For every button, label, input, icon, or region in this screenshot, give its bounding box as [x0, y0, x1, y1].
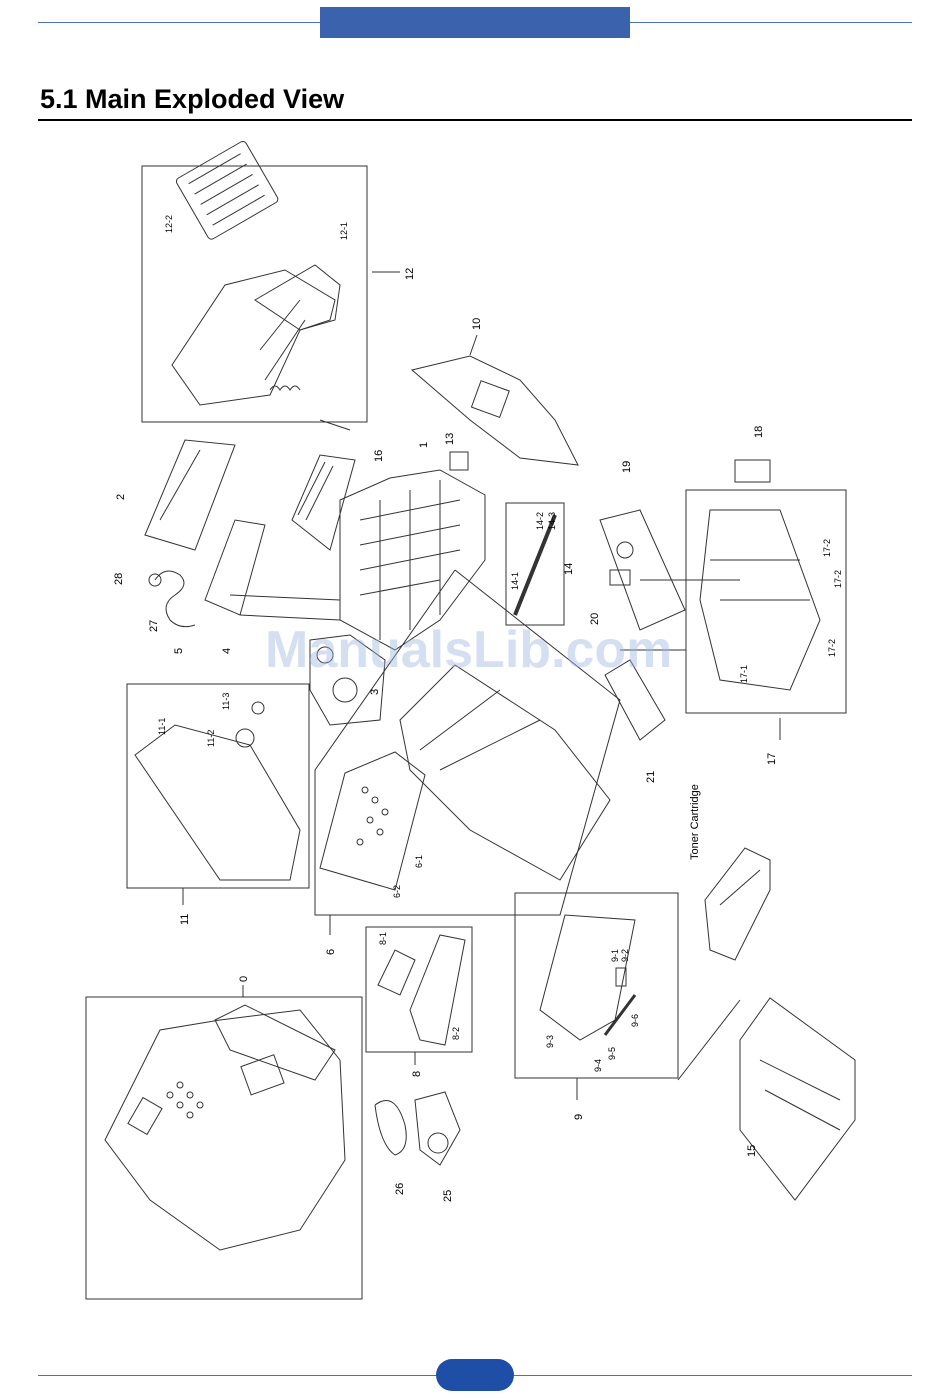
label-1: 1	[418, 442, 430, 448]
part-12-2	[175, 140, 279, 241]
label-11: 11	[179, 914, 191, 925]
part-25	[415, 1092, 460, 1165]
label-15: 15	[746, 1145, 758, 1157]
label-9-3: 9-3	[545, 1035, 555, 1048]
part-26	[375, 1101, 406, 1156]
label-9-5: 9-5	[607, 1047, 617, 1060]
label-25: 25	[442, 1190, 454, 1202]
label-8-1: 8-1	[378, 932, 388, 945]
label-18: 18	[753, 426, 765, 438]
part-8-1	[378, 950, 415, 995]
label-26: 26	[394, 1183, 406, 1195]
label-6: 6	[325, 949, 337, 955]
label-9: 9	[573, 1114, 585, 1120]
label-2: 2	[115, 494, 127, 500]
label-9-1: 9-1	[610, 949, 620, 962]
label-28: 28	[113, 573, 125, 585]
label-8-2: 8-2	[451, 1027, 461, 1040]
label-9-4: 9-4	[593, 1059, 603, 1072]
part-12-1	[172, 265, 340, 405]
box-group-17	[686, 490, 846, 713]
watermark: ManualsLib.com	[265, 620, 672, 680]
part-16	[292, 455, 355, 550]
label-14-3: 14-3	[547, 512, 557, 530]
label-27: 27	[148, 620, 160, 632]
part-0	[105, 1010, 345, 1250]
label-21: 21	[645, 771, 657, 783]
label-0: 0	[238, 976, 250, 982]
part-9-3	[540, 915, 635, 1040]
part-18	[735, 460, 770, 482]
label-12-2: 12-2	[164, 215, 174, 233]
part-2	[145, 440, 235, 550]
label-14-2: 14-2	[535, 512, 545, 530]
label-17-1: 17-1	[739, 665, 749, 683]
label-6-1: 6-1	[414, 855, 424, 868]
part-11-2	[236, 729, 254, 747]
label-17-2a: 17-2	[822, 539, 832, 557]
label-11-2: 11-2	[206, 730, 216, 747]
label-6-2: 6-2	[392, 885, 402, 898]
label-14: 14	[563, 563, 575, 575]
label-3: 3	[369, 689, 381, 695]
box-group-9	[515, 893, 678, 1078]
part-10	[412, 356, 578, 465]
label-8: 8	[411, 1071, 423, 1077]
label-13: 13	[444, 433, 456, 445]
label-19: 19	[621, 461, 633, 473]
label-11-1: 11-1	[157, 718, 167, 735]
part-4	[205, 520, 265, 615]
label-9-6: 9-6	[630, 1014, 640, 1027]
label-17: 17	[766, 753, 778, 765]
label-14-1: 14-1	[510, 572, 520, 590]
box-group-12	[142, 166, 367, 422]
label-10: 10	[471, 318, 483, 330]
part-toner-cartridge	[705, 848, 770, 960]
label-5: 5	[173, 648, 185, 654]
label-4: 4	[221, 648, 233, 654]
label-16: 16	[373, 450, 385, 462]
label-12: 12	[404, 268, 416, 280]
label-toner-cartridge: Toner Cartridge	[689, 784, 701, 860]
label-11-3: 11-3	[221, 693, 231, 710]
part-11-1	[135, 725, 300, 880]
box-group-11	[127, 684, 309, 888]
label-12-1: 12-1	[339, 222, 349, 240]
part-11-3	[252, 702, 264, 714]
part-13	[450, 452, 468, 470]
label-17-2c: 17-2	[827, 639, 837, 657]
label-9-2: 9-2	[620, 949, 630, 962]
label-17-2b: 17-2	[833, 570, 843, 588]
callout-labels: 12-2 12-1 12 10 13 1 16 2 28 27 5 4 18 1…	[113, 215, 843, 1202]
page-number-pill	[436, 1359, 514, 1391]
